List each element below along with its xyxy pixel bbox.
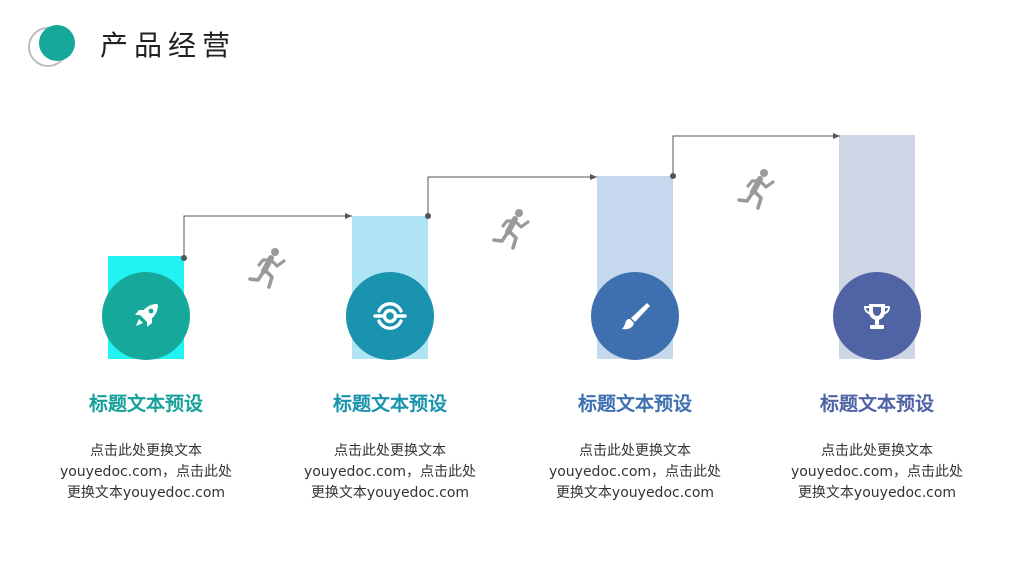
running-person-icon — [737, 169, 775, 210]
brush-icon — [622, 303, 650, 330]
desc-line: youyedoc.com，点击此处 — [303, 464, 477, 480]
step-desc-4: 点击此处更换文本 youyedoc.com，点击此处 更换文本youyedoc.… — [757, 441, 997, 504]
desc-line: youyedoc.com，点击此处 — [548, 464, 722, 480]
step-title-3: 标题文本预设 — [577, 393, 692, 415]
step-desc-2: 点击此处更换文本 youyedoc.com，点击此处 更换文本youyedoc.… — [270, 441, 510, 504]
rocket-icon — [135, 304, 158, 327]
step-desc-1: 点击此处更换文本 youyedoc.com，点击此处 更换文本youyedoc.… — [26, 441, 266, 504]
desc-line: 更换文本youyedoc.com — [797, 485, 957, 501]
trophy-icon — [864, 304, 890, 329]
running-person-icon — [248, 248, 286, 289]
desc-line: 更换文本youyedoc.com — [310, 485, 470, 501]
step-title-1: 标题文本预设 — [88, 393, 203, 415]
page-title: 产品经营 — [100, 29, 237, 62]
step-circle-2 — [346, 272, 434, 360]
desc-line: 点击此处更换文本 — [579, 443, 691, 459]
step-desc-3: 点击此处更换文本 youyedoc.com，点击此处 更换文本youyedoc.… — [515, 441, 755, 504]
logo-dot — [39, 25, 75, 61]
desc-line: 点击此处更换文本 — [334, 443, 446, 459]
desc-line: 更换文本youyedoc.com — [555, 485, 715, 501]
target-icon — [373, 302, 407, 330]
desc-line: youyedoc.com，点击此处 — [790, 464, 964, 480]
step-title-4: 标题文本预设 — [819, 393, 934, 415]
step-circle-1 — [102, 272, 190, 360]
desc-line: youyedoc.com，点击此处 — [59, 464, 233, 480]
step-title-2: 标题文本预设 — [332, 393, 447, 415]
running-person-icon — [492, 209, 530, 250]
desc-line: 点击此处更换文本 — [90, 443, 202, 459]
step-circle-3 — [591, 272, 679, 360]
step-circle-4 — [833, 272, 921, 360]
desc-line: 更换文本youyedoc.com — [66, 485, 226, 501]
desc-line: 点击此处更换文本 — [821, 443, 933, 459]
